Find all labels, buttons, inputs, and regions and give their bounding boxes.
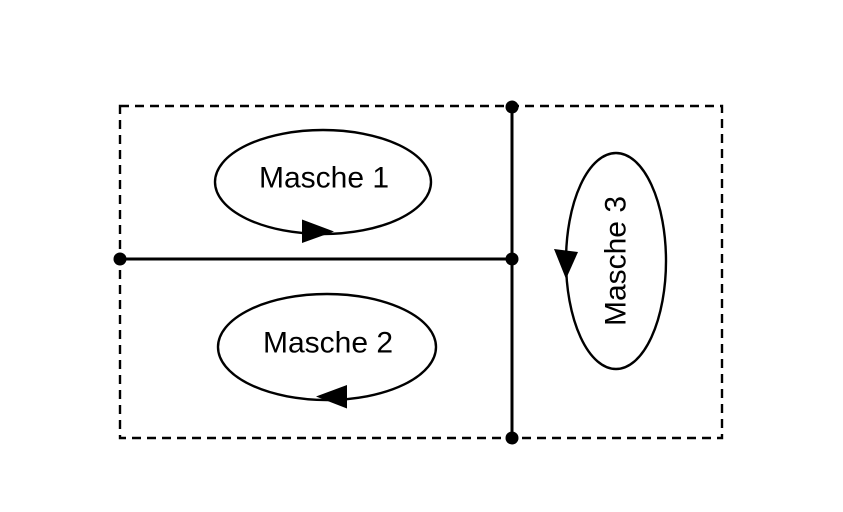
mesh-2-label: Masche 2 <box>263 327 393 360</box>
junction-node-center <box>505 252 519 266</box>
circuit-outer-boundary <box>118 104 724 440</box>
mesh-1-arrow-right-icon <box>302 219 334 243</box>
mesh-3-label: Masche 3 <box>600 196 633 326</box>
mesh-3-group: Masche 3 <box>554 151 668 371</box>
mesh-2-arrow-left-icon <box>316 385 347 409</box>
junction-node-bottom <box>505 431 519 445</box>
mesh-1-label: Masche 1 <box>259 162 389 195</box>
mesh-1-group: Masche 1 <box>213 128 433 243</box>
junction-node-left <box>113 252 127 266</box>
junction-node-top <box>505 100 519 114</box>
mesh-3-arrow-down-icon <box>554 249 578 279</box>
mesh-2-group: Masche 2 <box>216 292 438 409</box>
